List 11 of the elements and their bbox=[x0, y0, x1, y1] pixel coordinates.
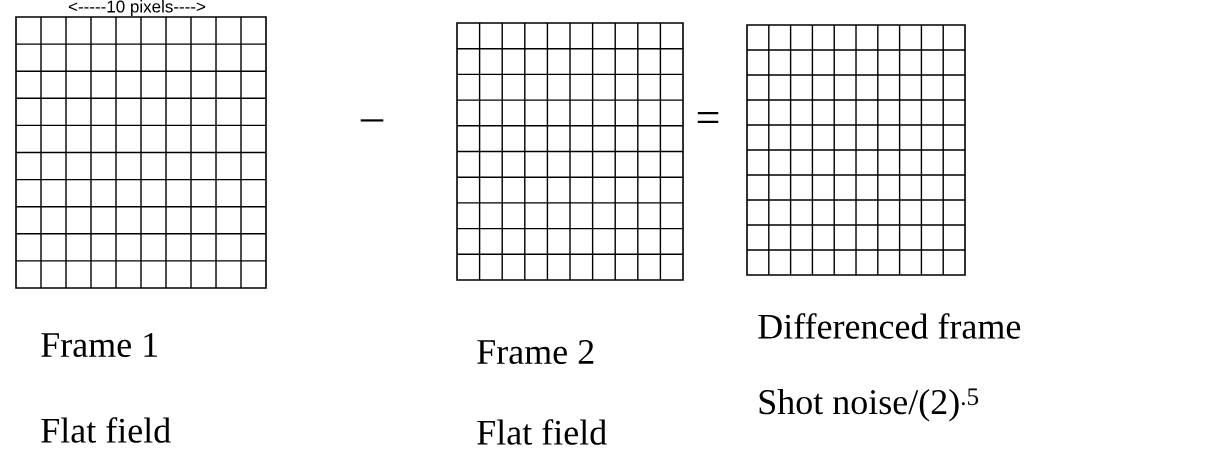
frame-caption: Flat field bbox=[41, 417, 171, 443]
pixel-grid bbox=[456, 22, 684, 281]
frame-caption: Frame 2 bbox=[477, 339, 594, 365]
minus-sign: – bbox=[360, 119, 384, 122]
frame-caption: Flat field bbox=[477, 419, 607, 445]
pixel-grid bbox=[15, 16, 267, 289]
frame-caption: Shot noise/(2)$^{.5}$ bbox=[759, 388, 979, 422]
equals-sign: = bbox=[697, 111, 719, 123]
frame-caption: Frame 1 bbox=[41, 332, 158, 358]
pixel-grid bbox=[746, 24, 966, 276]
frame-caption: Differenced frame bbox=[758, 313, 1021, 339]
